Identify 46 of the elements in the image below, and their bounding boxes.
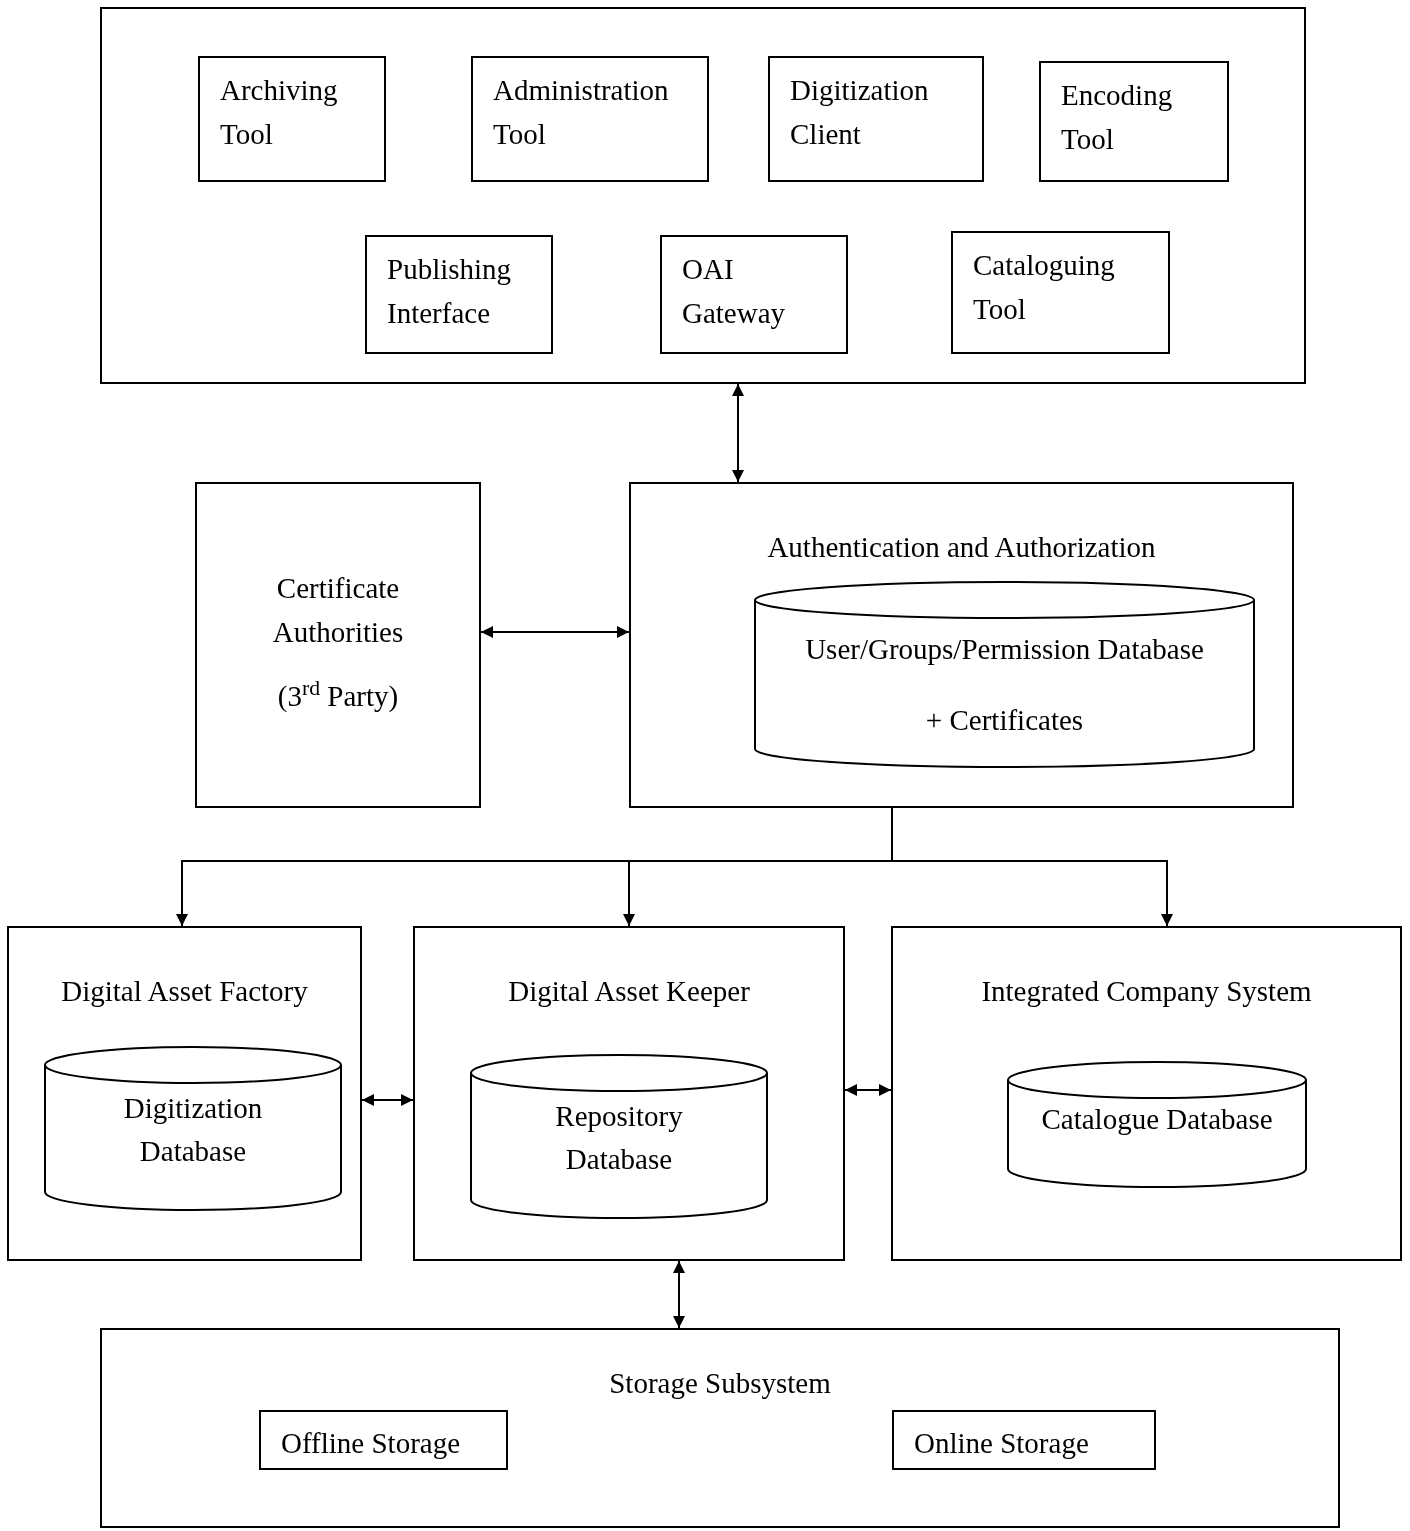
box-label: OAI Gateway [682,253,786,329]
component-box [471,56,709,182]
storage-box [259,1410,508,1470]
component-box [195,482,481,808]
box-title: Integrated Company System [981,975,1312,1007]
system-box [7,926,362,1261]
database-label: User/Groups/Permission Database [805,633,1204,665]
database-label: Repository Database [555,1100,683,1175]
arrow [673,1260,685,1329]
component-box [951,231,1170,354]
component-box [1039,61,1229,182]
arrow [732,383,744,483]
box-label: Online Storage [914,1427,1089,1459]
box-label: Cataloguing Tool [973,249,1115,325]
box-label: Publishing Interface [387,253,512,329]
arrow [361,1094,414,1106]
box-label: Administration Tool [493,74,669,150]
system-box [891,926,1402,1261]
box-label: Certificate Authorities [272,572,404,648]
box-title: Authentication and Authorization [767,531,1156,563]
database-cylinder [470,1055,768,1218]
database-label: Digitization Database [123,1092,263,1167]
component-box [198,56,386,182]
database-label: + Certificates [925,704,1084,736]
box-label: (3$^{rd}$ Party) [277,680,399,712]
storage-box [892,1410,1156,1470]
arrow [480,626,630,638]
box-label: Offline Storage [281,1427,461,1459]
component-box [660,235,848,354]
database-label: Catalogue Database [1041,1103,1273,1135]
system-box [100,1328,1340,1528]
box-label: Digitization Client [790,74,929,150]
database-cylinder [754,582,1255,767]
system-box [413,926,845,1261]
arrow [844,1084,892,1096]
container-box [100,7,1306,384]
box-title: Digital Asset Factory [61,975,308,1007]
component-box [365,235,553,354]
database-cylinder [44,1047,342,1210]
box-label: Archiving Tool [220,74,338,150]
box-label: Encoding Tool [1061,79,1173,155]
database-cylinder [1007,1062,1307,1187]
system-box [629,482,1294,808]
box-title: Storage Subsystem [609,1367,831,1399]
box-title: Digital Asset Keeper [508,975,750,1007]
component-box [768,56,984,182]
